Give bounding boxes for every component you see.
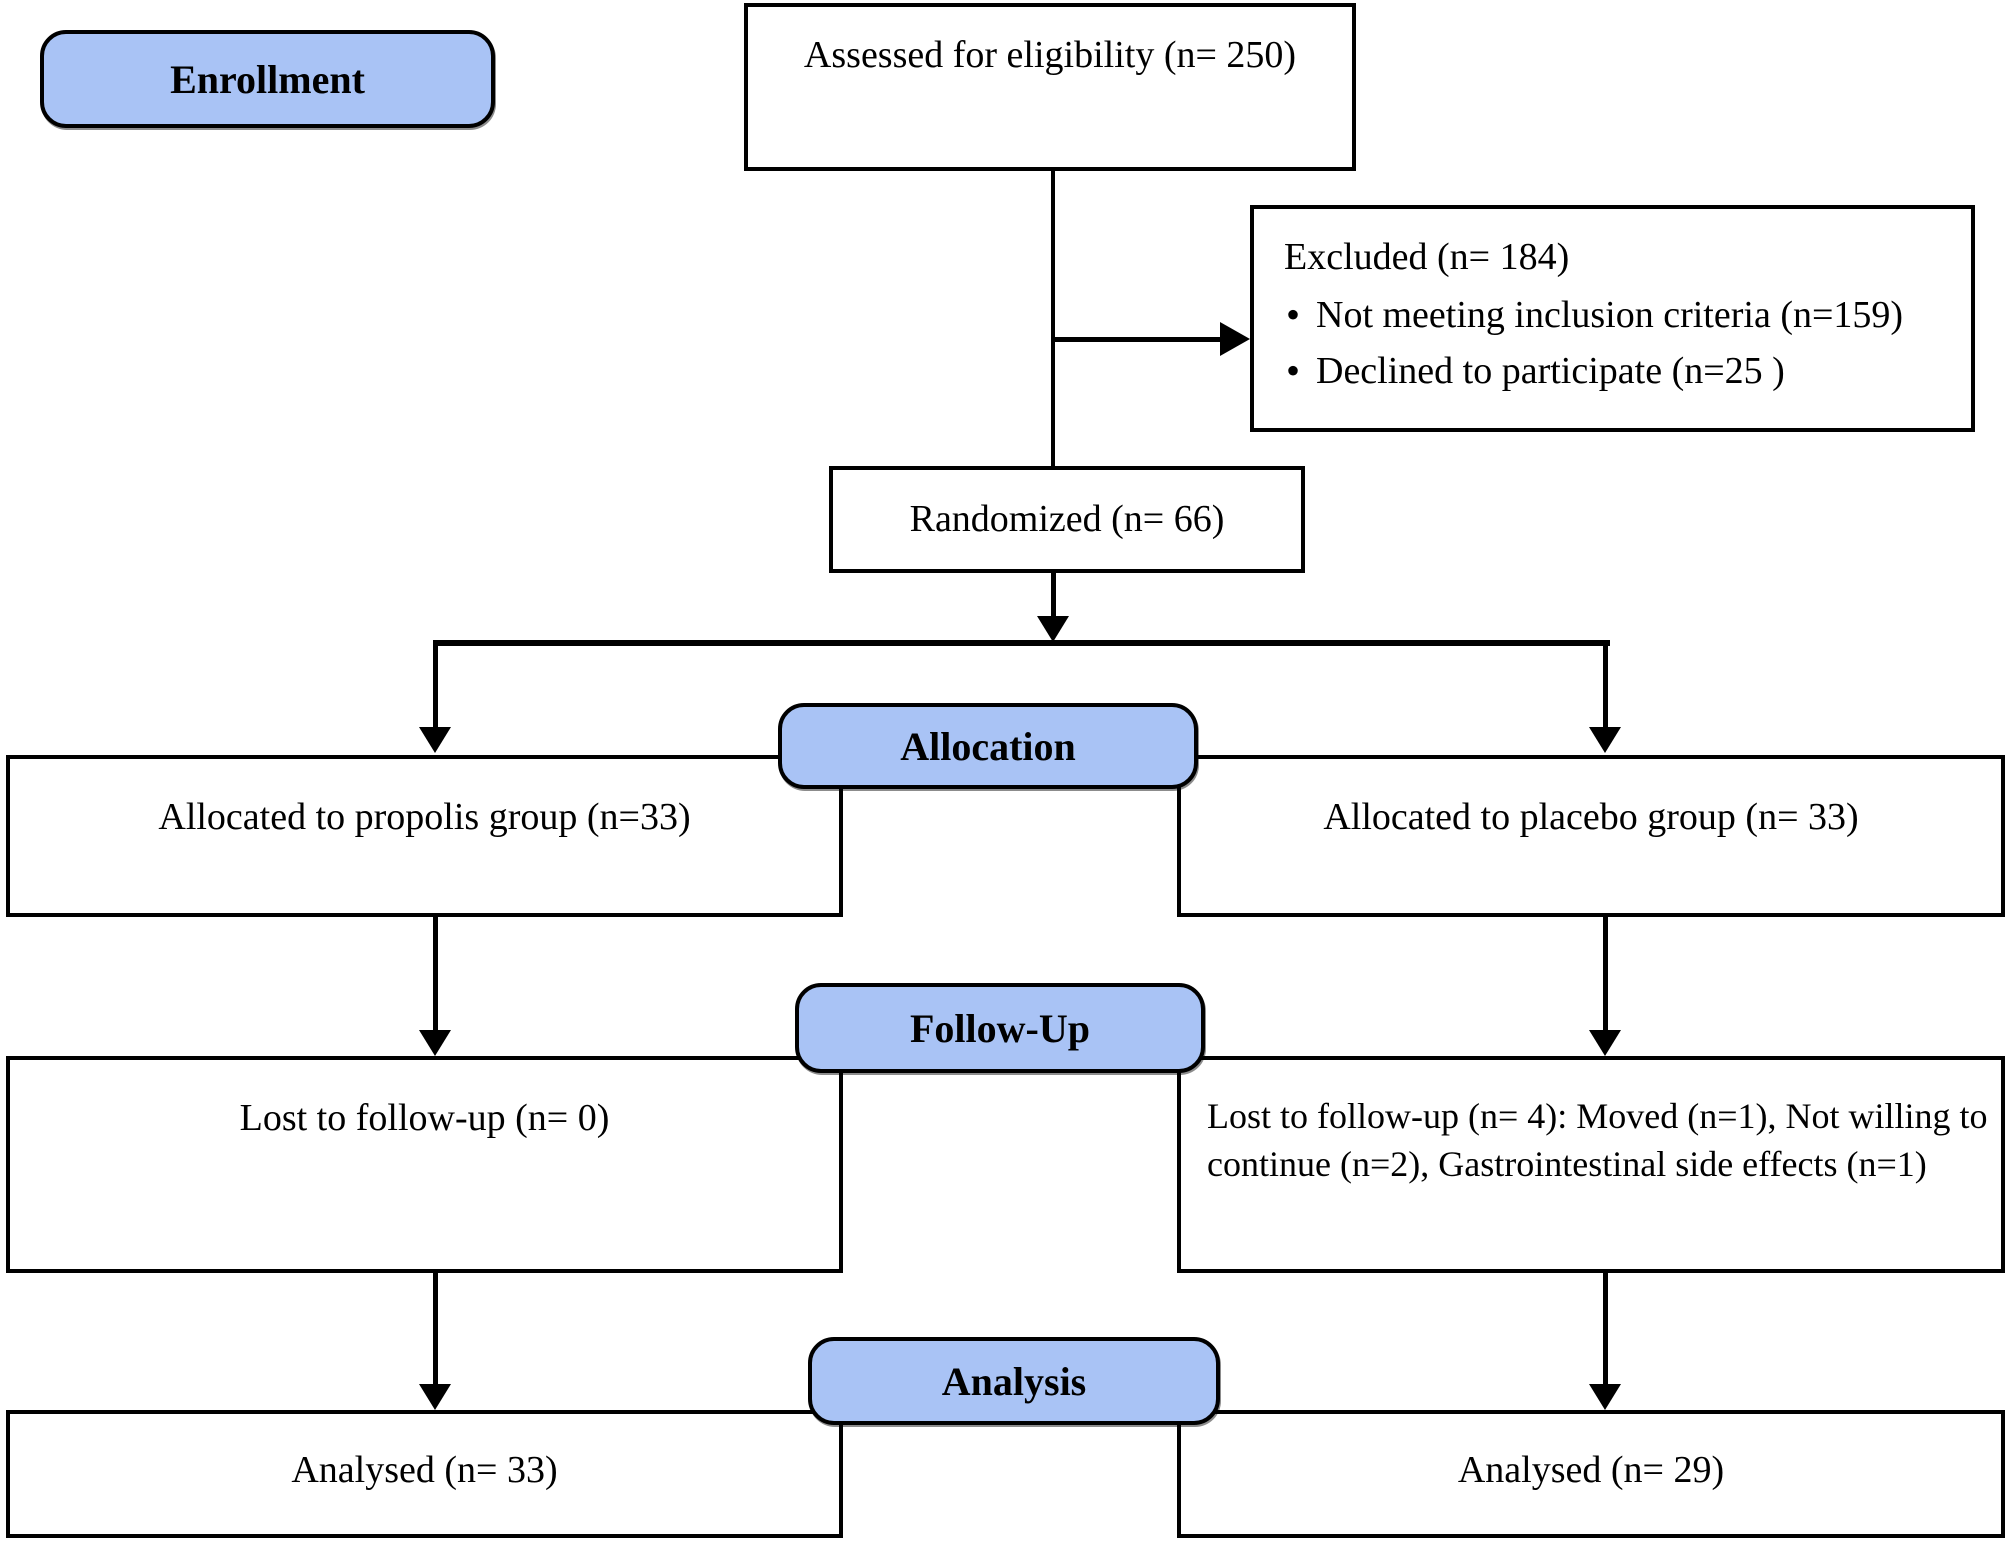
allocated-placebo-text: Allocated to placebo group (n= 33) (1323, 796, 1859, 838)
connector-propolis-to-followup (433, 915, 438, 1032)
followup-stage-label: Follow-Up (795, 983, 1205, 1073)
connector-placebo-to-followup (1603, 915, 1608, 1032)
excluded-bullet-text: Not meeting inclusion criteria (n=159) (1316, 293, 1904, 336)
excluded-bullet-item: Not meeting inclusion criteria (n=159) (1254, 291, 1971, 338)
allocation-stage-text: Allocation (900, 723, 1076, 769)
assessed-box: Assessed for eligibility (n= 250) (744, 3, 1356, 171)
lost-placebo-text: Lost to follow-up (n= 4): Moved (n=1), N… (1207, 1096, 1988, 1184)
lost-propolis-box: Lost to follow-up (n= 0) (6, 1056, 843, 1273)
allocated-propolis-text: Allocated to propolis group (n=33) (158, 796, 691, 838)
followup-stage-text: Follow-Up (910, 1005, 1090, 1051)
analysis-stage-text: Analysis (941, 1358, 1087, 1404)
enrollment-stage-label: Enrollment (40, 30, 495, 128)
arrowhead-down-icon (1589, 1030, 1621, 1056)
arrowhead-down-icon (419, 727, 451, 753)
excluded-bullet-text: Declined to participate (n=25 ) (1316, 350, 1785, 393)
arrowhead-down-icon (1589, 727, 1621, 753)
allocation-stage-label: Allocation (778, 703, 1198, 789)
analysed-propolis-text: Analysed (n= 33) (291, 1449, 558, 1491)
connector-randomized-to-split (1051, 571, 1056, 621)
arrowhead-down-icon (419, 1384, 451, 1410)
analysed-placebo-text: Analysed (n= 29) (1457, 1449, 1725, 1491)
lost-propolis-text: Lost to follow-up (n= 0) (239, 1097, 610, 1139)
connector-to-excluded (1051, 337, 1222, 342)
enrollment-stage-text: Enrollment (170, 56, 365, 102)
allocated-propolis-box: Allocated to propolis group (n=33) (6, 755, 843, 917)
lost-placebo-box: Lost to follow-up (n= 4): Moved (n=1), N… (1177, 1056, 2005, 1273)
arrowhead-right-icon (1220, 322, 1250, 356)
analysis-stage-label: Analysis (808, 1337, 1220, 1425)
randomized-text: Randomized (n= 66) (909, 497, 1225, 540)
split-line (433, 640, 1610, 646)
randomized-box: Randomized (n= 66) (829, 466, 1305, 573)
assessed-text: Assessed for eligibility (n= 250) (803, 34, 1297, 76)
analysed-propolis-box: Analysed (n= 33) (6, 1410, 843, 1538)
arrowhead-down-icon (1589, 1384, 1621, 1410)
excluded-box: Excluded (n= 184) Not meeting inclusion … (1250, 205, 1975, 432)
arrowhead-down-icon (1037, 616, 1069, 642)
allocated-placebo-box: Allocated to placebo group (n= 33) (1177, 755, 2005, 917)
connector-propolis-to-analysis (433, 1271, 438, 1386)
excluded-bullet-item: Declined to participate (n=25 ) (1254, 347, 1971, 394)
connector-placebo-to-analysis (1603, 1271, 1608, 1386)
connector-assessed-to-randomized (1051, 167, 1055, 466)
arrowhead-down-icon (419, 1030, 451, 1056)
excluded-title: Excluded (n= 184) (1284, 236, 1570, 278)
connector-split-to-propolis (433, 640, 438, 730)
analysed-placebo-box: Analysed (n= 29) (1177, 1410, 2005, 1538)
connector-split-to-placebo (1603, 640, 1608, 730)
